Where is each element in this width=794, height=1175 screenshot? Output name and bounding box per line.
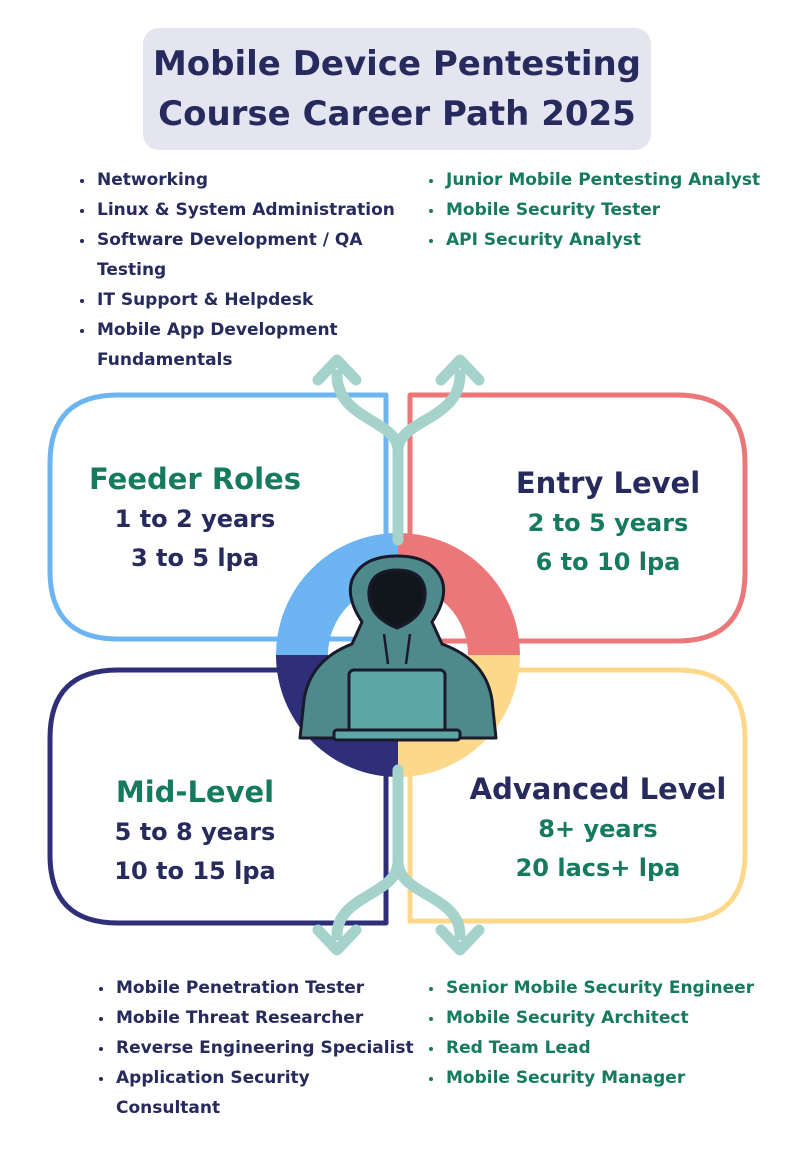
hooded-hacker-laptop-icon (298, 554, 498, 742)
feeder-roles-list: Networking Linux & System Administration… (75, 165, 425, 375)
title-line-1: Mobile Device Pentesting (152, 44, 642, 84)
feeder-salary: 3 to 5 lpa (130, 544, 260, 572)
list-item: Mobile Security Manager (444, 1063, 794, 1093)
list-item: Application Security Consultant (114, 1063, 414, 1123)
list-item: Mobile Security Architect (444, 1003, 794, 1033)
mid-roles-list: Mobile Penetration Tester Mobile Threat … (94, 973, 414, 1123)
list-item: Networking (95, 165, 425, 195)
list-item: API Security Analyst (444, 225, 794, 255)
advanced-title: Advanced Level (469, 772, 727, 806)
list-item: Software Development / QA Testing (95, 225, 425, 285)
entry-roles-list: Junior Mobile Pentesting Analyst Mobile … (424, 165, 794, 255)
entry-text: Entry Level 2 to 5 years 6 to 10 lpa (468, 462, 748, 582)
title-line-2: Course Career Path 2025 (158, 94, 636, 134)
list-item: Senior Mobile Security Engineer (444, 973, 794, 1003)
arrows-down (312, 764, 485, 956)
list-item: Junior Mobile Pentesting Analyst (444, 165, 794, 195)
list-item: Mobile Security Tester (444, 195, 794, 225)
title-box: Mobile Device Pentesting Course Career P… (143, 28, 651, 150)
arrows-up (312, 354, 485, 546)
list-item: IT Support & Helpdesk (95, 285, 425, 315)
list-item: Reverse Engineering Specialist (114, 1033, 414, 1063)
feeder-years: 1 to 2 years (114, 505, 276, 533)
entry-title: Entry Level (515, 466, 701, 500)
list-item: Mobile Threat Researcher (114, 1003, 414, 1033)
mid-text: Mid-Level 5 to 8 years 10 to 15 lpa (75, 771, 315, 891)
advanced-text: Advanced Level 8+ years 20 lacs+ lpa (448, 768, 748, 888)
advanced-years: 8+ years (538, 815, 658, 843)
mid-title: Mid-Level (115, 775, 275, 809)
feeder-text: Feeder Roles 1 to 2 years 3 to 5 lpa (75, 458, 315, 578)
feeder-title: Feeder Roles (89, 462, 301, 496)
mid-years: 5 to 8 years (114, 818, 276, 846)
list-item: Linux & System Administration (95, 195, 425, 225)
list-item: Mobile App Development Fundamentals (95, 315, 425, 375)
advanced-salary: 20 lacs+ lpa (515, 854, 681, 882)
list-item: Mobile Penetration Tester (114, 973, 414, 1003)
feeder-box (47, 392, 389, 642)
advanced-roles-list: Senior Mobile Security Engineer Mobile S… (424, 973, 794, 1093)
list-item: Red Team Lead (444, 1033, 794, 1063)
entry-salary: 6 to 10 lpa (535, 548, 681, 576)
mid-salary: 10 to 15 lpa (114, 857, 276, 885)
entry-years: 2 to 5 years (527, 509, 689, 537)
